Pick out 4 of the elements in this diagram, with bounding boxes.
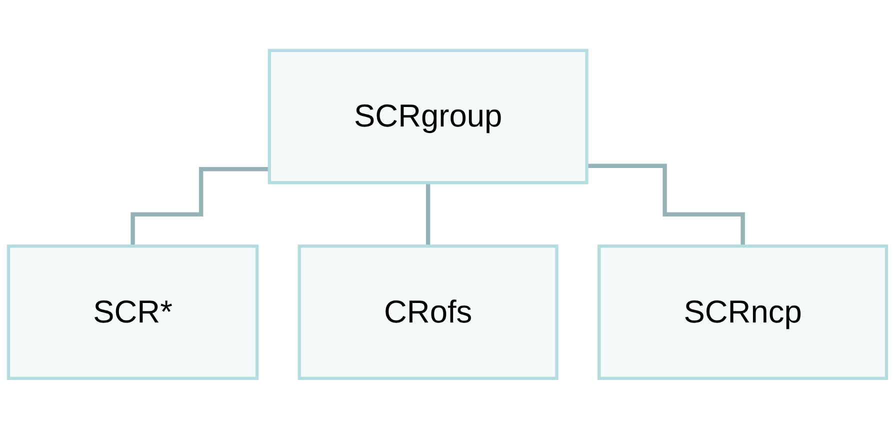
node-box: CRofs	[298, 244, 558, 380]
node-box: SCR*	[6, 244, 259, 380]
node-box: SCRgroup	[268, 48, 588, 184]
node-box: SCRncp	[598, 244, 888, 380]
